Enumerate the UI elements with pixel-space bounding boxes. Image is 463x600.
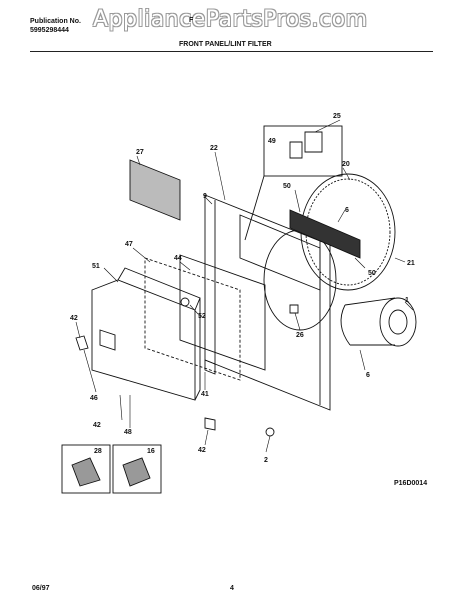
leader-lines [75, 119, 414, 453]
callout-42-bottom-left: 42 [93, 422, 101, 429]
callout-48: 48 [124, 429, 132, 436]
detail-box-top [244, 125, 343, 241]
callout-16: 16 [147, 448, 155, 455]
callout-6-bottom: 6 [366, 372, 370, 379]
callout-21: 21 [407, 260, 415, 267]
cabinet-frame [204, 194, 331, 411]
callout-22: 22 [210, 145, 218, 152]
page-number: 4 [230, 585, 234, 592]
publication-label: Publication No. [30, 18, 81, 25]
callout-27: 27 [136, 149, 144, 156]
door-assembly [91, 267, 201, 401]
callout-42-bottom-right: 42 [198, 447, 206, 454]
callout-52: 52 [198, 313, 206, 320]
callout-1: 1 [405, 297, 409, 304]
callout-9: 9 [203, 193, 207, 200]
model-number: F [189, 17, 194, 24]
callout-6-top: 6 [345, 207, 349, 214]
callout-26: 26 [296, 332, 304, 339]
callout-42-left: 42 [70, 315, 78, 322]
callout-44: 44 [174, 255, 182, 262]
lint-duct [289, 209, 361, 259]
callout-labels: 25 49 27 22 20 9 50 6 47 44 51 21 50 1 5… [70, 113, 415, 464]
section-title: FRONT PANEL/LINT FILTER [179, 41, 272, 48]
publication-number: 5995298444 [30, 27, 69, 34]
callout-46: 46 [90, 395, 98, 402]
diagram-code: P16D0014 [394, 480, 428, 487]
callout-41: 41 [201, 391, 209, 398]
blower-housing [340, 297, 417, 347]
detail-boxes-bottom [61, 444, 162, 494]
small-parts [75, 304, 299, 437]
publication-block: Publication No. 5995298444 [30, 17, 81, 35]
callout-49: 49 [268, 138, 276, 145]
callout-50-top: 50 [283, 183, 291, 190]
header-rule [30, 51, 433, 52]
door-gasket [144, 254, 266, 381]
callout-51: 51 [92, 263, 100, 270]
lint-filter [129, 159, 181, 221]
callout-47: 47 [125, 241, 133, 248]
callout-2: 2 [264, 457, 268, 464]
drum [263, 173, 396, 331]
callout-50-mid: 50 [368, 270, 376, 277]
watermark: AppliancePartsPros.com [93, 7, 368, 32]
callout-20: 20 [342, 161, 350, 168]
callout-28: 28 [94, 448, 102, 455]
footer-date: 06/97 [32, 585, 50, 592]
callout-25: 25 [333, 113, 341, 120]
